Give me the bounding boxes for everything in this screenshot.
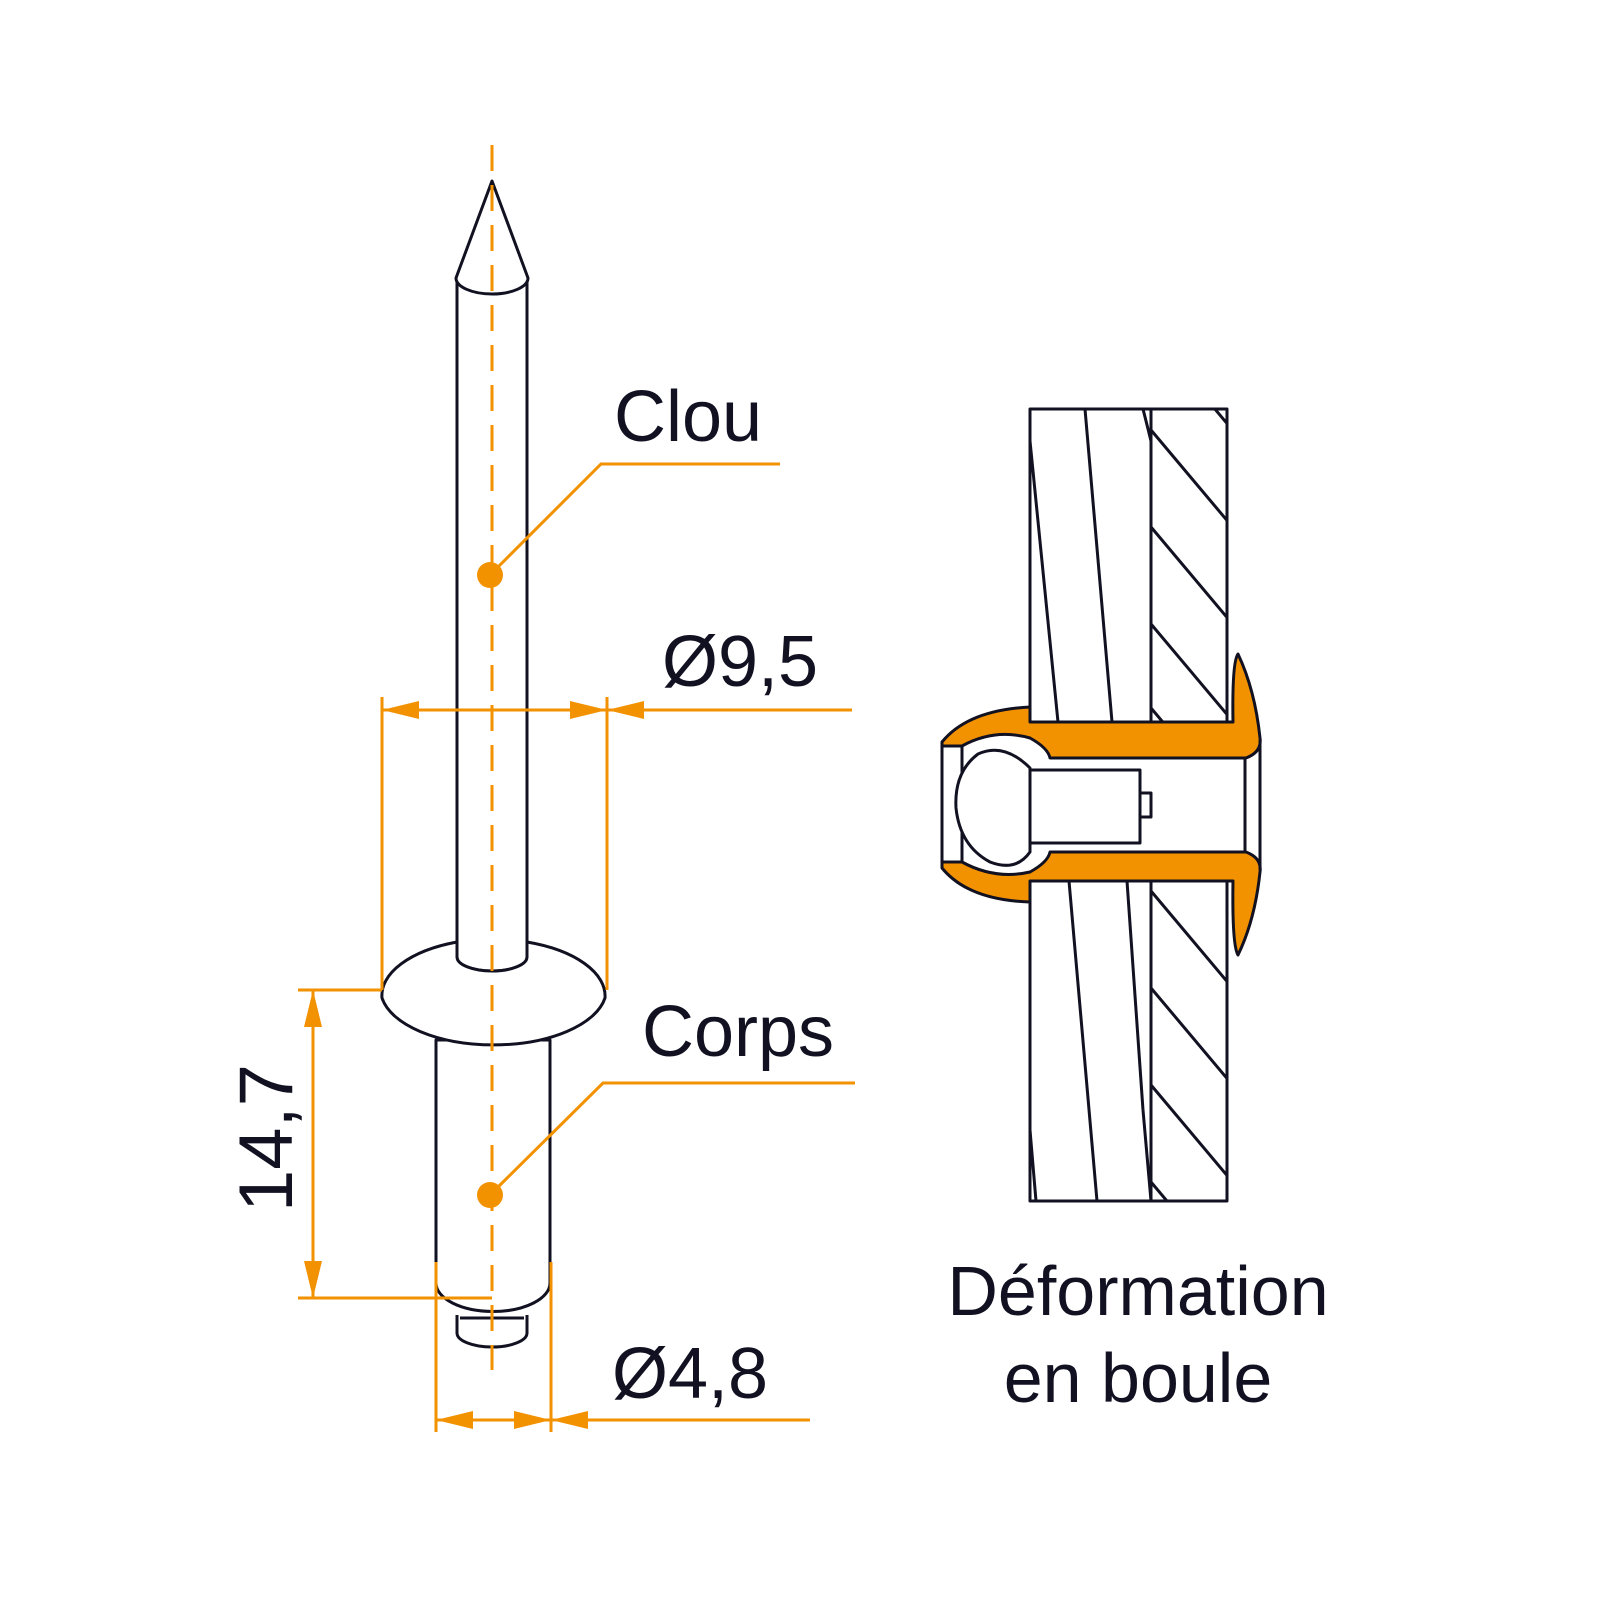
caption-line-1: Déformation (947, 1252, 1328, 1330)
upper-workpiece (1028, 407, 1229, 724)
head-diameter-dimension (380, 697, 852, 990)
nail-leader (477, 462, 780, 588)
rivet-body-section-lower (940, 850, 1262, 957)
head-diameter-label: Ø9,5 (662, 622, 818, 702)
rivet-drawing: Clou Corps Ø9,5 14,7 (224, 145, 855, 1432)
body-diameter-label: Ø4,8 (612, 1334, 768, 1414)
body-label: Corps (642, 992, 834, 1072)
length-dimension (298, 988, 492, 1300)
nail-label: Clou (614, 377, 762, 457)
formed-ball (954, 748, 1032, 867)
upper-hatch (1151, 409, 1227, 722)
section-view (940, 407, 1262, 1203)
mandrel-break (1138, 791, 1153, 819)
caption-line-2: en boule (1004, 1339, 1273, 1417)
body-leader (477, 1081, 855, 1208)
lower-hatch (1151, 890, 1227, 1201)
mandrel-stem (1028, 768, 1142, 845)
length-label: 14,7 (224, 1064, 309, 1212)
body-shank (434, 1038, 552, 1313)
body-diameter-dimension (434, 1262, 810, 1432)
rivet-body-section-upper (940, 652, 1262, 760)
